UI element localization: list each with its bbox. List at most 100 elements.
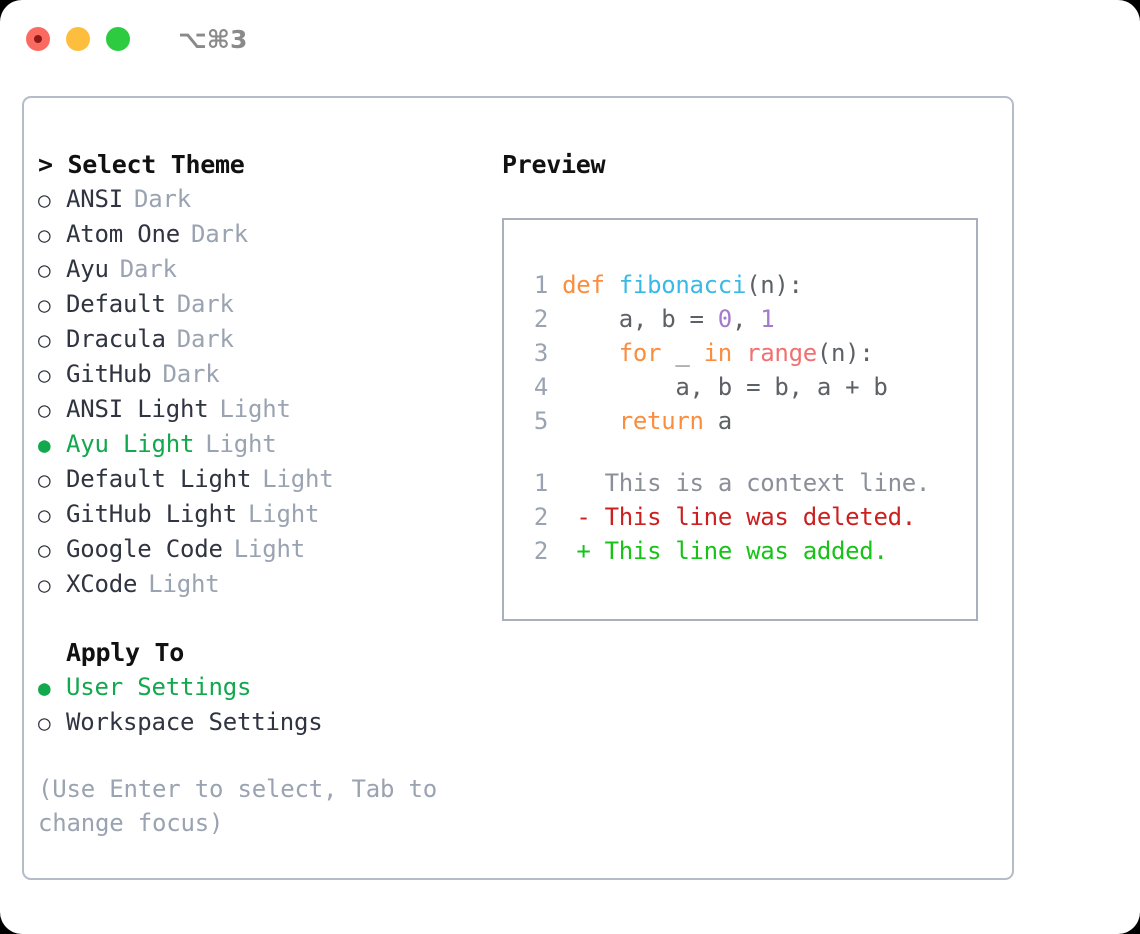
keyboard-hint-text: (Use Enter to select, Tab to change focu…: [38, 775, 437, 837]
diff-line-added: 2 + This line was added.: [522, 534, 976, 568]
theme-option-label: Ayu: [66, 255, 109, 283]
line-number: 1: [533, 271, 548, 299]
code-line: 5 return a: [522, 404, 976, 438]
theme-option-ansi[interactable]: ○ ANSI Dark: [38, 182, 508, 217]
radio-icon[interactable]: ○: [38, 468, 51, 492]
theme-option-label: GitHub Light: [66, 500, 237, 528]
theme-option-xcode[interactable]: ○ XCode Light: [38, 567, 508, 602]
radio-icon[interactable]: ○: [38, 293, 51, 317]
code-line: 3 for _ in range(n):: [522, 336, 976, 370]
window-controls: [26, 27, 130, 51]
theme-option-label: Atom One: [66, 220, 180, 248]
theme-picker-column: > Select Theme ○ ANSI Dark ○ Atom One Da…: [38, 148, 508, 840]
code-token: _: [661, 339, 704, 367]
theme-option-list[interactable]: ○ ANSI Dark ○ Atom One Dark ○ Ayu Dark: [38, 182, 508, 602]
theme-option-label: Ayu Light: [66, 430, 195, 458]
line-number: 2: [533, 305, 548, 333]
main-panel: > Select Theme ○ ANSI Dark ○ Atom One Da…: [22, 96, 1014, 880]
theme-option-variant: Dark: [119, 255, 177, 283]
radio-icon[interactable]: ○: [38, 503, 51, 527]
spacer: [38, 602, 508, 636]
code-line: 2 a, b = 0, 1: [522, 302, 976, 336]
code-token: range: [746, 339, 817, 367]
code-line: 1 def fibonacci(n):: [522, 268, 976, 302]
radio-icon-selected[interactable]: ●: [38, 433, 51, 457]
spacer: [522, 438, 976, 466]
diff-marker: -: [576, 503, 591, 531]
select-theme-heading: > Select Theme: [38, 150, 245, 179]
radio-icon[interactable]: ○: [38, 223, 51, 247]
theme-option-google-code[interactable]: ○ Google Code Light: [38, 532, 508, 567]
theme-option-variant: Light: [248, 500, 320, 528]
theme-option-atom-one[interactable]: ○ Atom One Dark: [38, 217, 508, 252]
line-number: 5: [533, 407, 548, 435]
diff-marker: [576, 469, 590, 497]
theme-option-ayu-light[interactable]: ● Ayu Light Light: [38, 427, 508, 462]
code-token: def: [562, 271, 605, 299]
line-number: 4: [533, 373, 548, 401]
radio-icon[interactable]: ○: [38, 711, 51, 735]
spacer: [38, 740, 508, 772]
diff-line-deleted: 2 - This line was deleted.: [522, 500, 976, 534]
radio-icon[interactable]: ○: [38, 328, 51, 352]
theme-option-default[interactable]: ○ Default Dark: [38, 287, 508, 322]
radio-icon[interactable]: ○: [38, 538, 51, 562]
maximize-button[interactable]: [106, 27, 130, 51]
theme-option-label: Google Code: [66, 535, 223, 563]
radio-icon[interactable]: ○: [38, 398, 51, 422]
line-number: 3: [533, 339, 548, 367]
apply-to-option-workspace-settings[interactable]: ○ Workspace Settings: [38, 705, 508, 740]
theme-option-ansi-light[interactable]: ○ ANSI Light Light: [38, 392, 508, 427]
theme-option-github[interactable]: ○ GitHub Dark: [38, 357, 508, 392]
line-number: 2: [533, 537, 548, 565]
apply-to-option-user-settings[interactable]: ● User Settings: [38, 670, 508, 705]
keyboard-shortcut-label: ⌥⌘3: [178, 24, 248, 54]
code-token: [732, 339, 746, 367]
theme-option-variant: Dark: [134, 185, 191, 213]
theme-option-label: Dracula: [66, 325, 166, 353]
diff-text: This line was deleted.: [604, 503, 917, 531]
code-token: (n):: [816, 339, 874, 367]
theme-option-variant: Dark: [191, 220, 248, 248]
radio-icon[interactable]: ○: [38, 363, 51, 387]
code-token: for: [618, 339, 662, 367]
theme-option-dracula[interactable]: ○ Dracula Dark: [38, 322, 508, 357]
diff-line-context: 1 This is a context line.: [522, 466, 976, 500]
theme-option-variant: Dark: [176, 325, 234, 353]
diff-sample: 1 This is a context line. 2 - This line …: [522, 466, 976, 568]
theme-option-variant: Dark: [162, 360, 220, 388]
theme-option-variant: Light: [233, 535, 305, 563]
preview-column: Preview 1 def fibonacci(n): 2 a, b = 0, …: [502, 148, 1002, 621]
apply-to-option-list[interactable]: ● User Settings ○ Workspace Settings: [38, 670, 508, 740]
code-token: [605, 271, 619, 299]
line-number: 1: [533, 469, 548, 497]
diff-text: This line was added.: [604, 537, 888, 565]
theme-option-variant: Light: [219, 395, 291, 423]
theme-option-ayu[interactable]: ○ Ayu Dark: [38, 252, 508, 287]
radio-icon-selected[interactable]: ●: [38, 676, 51, 700]
theme-option-github-light[interactable]: ○ GitHub Light Light: [38, 497, 508, 532]
radio-icon[interactable]: ○: [38, 573, 51, 597]
theme-option-label: Default Light: [66, 465, 252, 493]
apply-to-option-label: User Settings: [66, 673, 252, 701]
code-token: [548, 271, 562, 299]
theme-option-variant: Light: [205, 430, 277, 458]
theme-option-label: GitHub: [66, 360, 152, 388]
theme-option-label: ANSI Light: [66, 395, 209, 423]
code-token: 0: [717, 305, 732, 333]
code-token: [548, 407, 619, 435]
code-token: a, b =: [548, 305, 718, 333]
theme-option-variant: Light: [148, 570, 220, 598]
theme-option-default-light[interactable]: ○ Default Light Light: [38, 462, 508, 497]
code-token: fibonacci: [618, 271, 747, 299]
radio-icon[interactable]: ○: [38, 188, 51, 212]
radio-icon[interactable]: ○: [38, 258, 51, 282]
theme-option-label: ANSI: [66, 185, 123, 213]
diff-text: This is a context line.: [604, 469, 931, 497]
code-token: a, b = b, a + b: [548, 373, 888, 401]
theme-option-variant: Dark: [176, 290, 234, 318]
code-token: (n):: [746, 271, 803, 299]
close-button[interactable]: [26, 27, 50, 51]
minimize-button[interactable]: [66, 27, 90, 51]
